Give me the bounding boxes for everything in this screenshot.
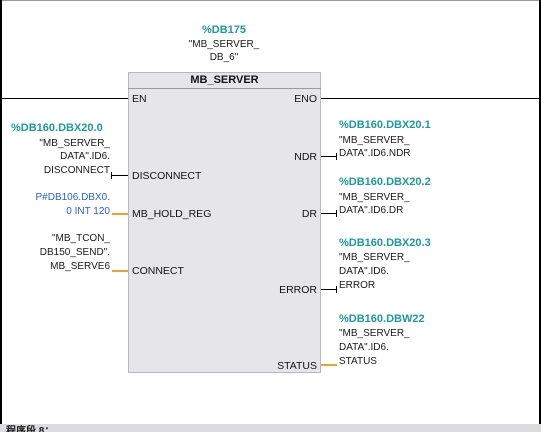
mb-hold-reg-wire	[112, 213, 128, 215]
pin-en[interactable]: EN	[132, 93, 147, 105]
error-tag-line3[interactable]: ERROR	[339, 280, 376, 291]
error-tag-line2[interactable]: DATA".ID6.	[339, 266, 389, 277]
ndr-tag-line2[interactable]: DATA".ID6.NDR	[339, 148, 411, 159]
right-power-rail	[539, 0, 541, 424]
disconnect-address[interactable]: %DB160.DBX20.0	[11, 122, 103, 134]
function-block-mb-server[interactable]	[128, 72, 321, 373]
status-wire	[321, 364, 337, 366]
error-address[interactable]: %DB160.DBX20.3	[339, 237, 431, 249]
dr-tag-line1[interactable]: "MB_SERVER_	[339, 192, 410, 203]
top-divider	[0, 0, 541, 1]
instance-db-name-line2[interactable]: DB_6"	[209, 52, 239, 63]
ndr-address[interactable]: %DB160.DBX20.1	[339, 119, 431, 131]
pin-error[interactable]: ERROR	[279, 284, 317, 296]
dr-address[interactable]: %DB160.DBX20.2	[339, 176, 431, 188]
disconnect-tag-line3[interactable]: DISCONNECT	[43, 165, 110, 176]
pin-status[interactable]: STATUS	[277, 360, 317, 372]
en-wire	[2, 98, 128, 99]
left-power-rail	[0, 0, 2, 424]
pin-connect[interactable]: CONNECT	[132, 265, 184, 277]
status-tag-line2[interactable]: DATA".ID6.	[339, 342, 389, 353]
next-network-label: 程序段 8：...	[6, 426, 63, 432]
error-wire	[321, 289, 337, 290]
instance-db-name-line1[interactable]: "MB_SERVER_	[188, 39, 260, 50]
pin-eno[interactable]: ENO	[294, 93, 317, 105]
dr-wire-tick	[336, 210, 337, 217]
connect-tag-line1[interactable]: "MB_TCON_	[51, 233, 110, 244]
function-block-title: MB_SERVER	[128, 72, 321, 89]
error-wire-tick	[336, 286, 337, 293]
ndr-wire	[321, 156, 337, 157]
connect-tag-line3[interactable]: MB_SERVE6	[50, 261, 110, 272]
status-tag-line3[interactable]: STATUS	[339, 356, 377, 367]
ndr-wire-tick	[336, 153, 337, 160]
next-network-header[interactable]: 程序段 8：...	[0, 424, 541, 432]
dr-wire	[321, 213, 337, 214]
mb-hold-reg-constant-line1[interactable]: P#DB106.DBX0.	[35, 192, 111, 203]
dr-tag-line2[interactable]: DATA".ID6.DR	[339, 205, 404, 216]
error-tag-line1[interactable]: "MB_SERVER_	[339, 252, 410, 263]
pin-ndr[interactable]: NDR	[294, 151, 317, 163]
pin-dr[interactable]: DR	[301, 208, 317, 220]
status-tag-line1[interactable]: "MB_SERVER_	[339, 328, 410, 339]
disconnect-tag-line1[interactable]: "MB_SERVER_	[39, 138, 110, 149]
ndr-tag-line1[interactable]: "MB_SERVER_	[339, 135, 410, 146]
instance-db-address[interactable]: %DB175	[201, 24, 247, 36]
pin-disconnect[interactable]: DISCONNECT	[132, 170, 202, 182]
connect-tag-line2[interactable]: DB150_SEND".	[39, 247, 110, 258]
pin-mb-hold-reg[interactable]: MB_HOLD_REG	[132, 208, 212, 220]
connect-wire	[112, 270, 128, 272]
status-address[interactable]: %DB160.DBW22	[339, 313, 425, 325]
disconnect-wire-tick	[111, 172, 112, 179]
mb-hold-reg-constant-line2[interactable]: 0 INT 120	[66, 206, 110, 217]
disconnect-wire	[112, 175, 128, 176]
disconnect-tag-line2[interactable]: DATA".ID6.	[60, 151, 110, 162]
eno-wire	[321, 98, 539, 99]
